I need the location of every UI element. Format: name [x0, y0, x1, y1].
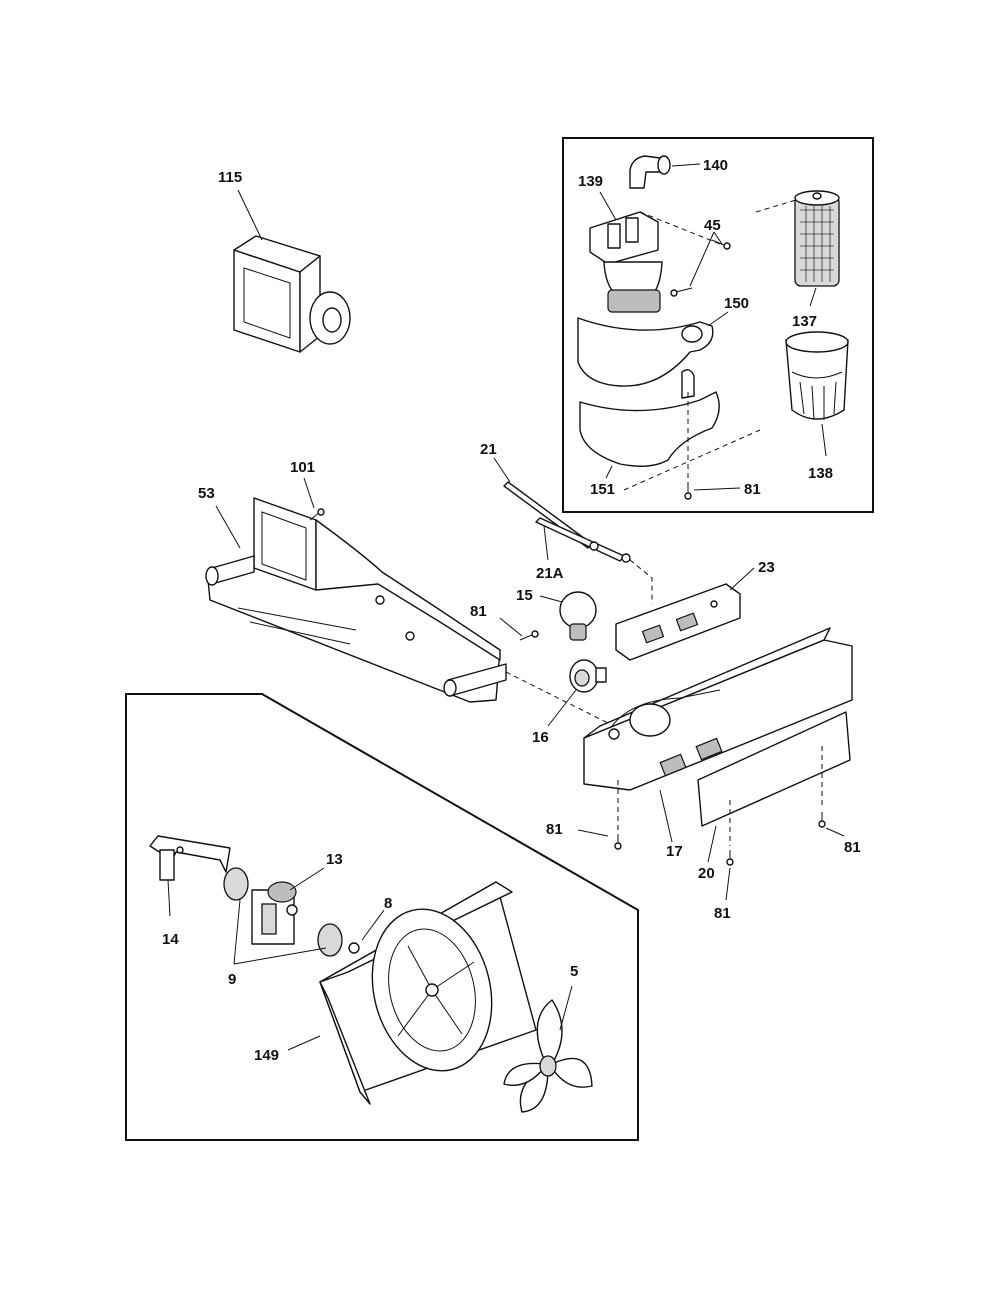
part-139-filter-head[interactable] [589, 191, 663, 313]
part-9-grommets[interactable] [233, 899, 327, 965]
callout-53: 53 [198, 485, 215, 502]
callout-151: 151 [590, 481, 615, 498]
callout-101: 101 [290, 459, 315, 476]
part-81-filter-screw[interactable] [623, 392, 761, 500]
callout-81-bottom: 81 [714, 905, 731, 922]
callout-149: 149 [254, 1047, 279, 1064]
callout-21: 21 [480, 441, 497, 458]
callout-14: 14 [162, 931, 179, 948]
part-53-main-bracket[interactable] [205, 497, 507, 703]
part-16-lamp-socket[interactable] [547, 659, 607, 727]
callout-21a: 21A [536, 565, 564, 582]
part-8-washer[interactable] [317, 909, 385, 957]
filter-assembly-inset-frame [562, 137, 874, 513]
callout-140: 140 [703, 157, 728, 174]
part-101-screw[interactable] [303, 477, 325, 521]
callout-9: 9 [228, 971, 236, 988]
part-151-filter-cover[interactable] [579, 369, 720, 479]
part-5-fan-blade[interactable] [503, 985, 593, 1113]
part-140-elbow-fitting[interactable] [629, 155, 701, 189]
callout-115: 115 [218, 169, 242, 186]
part-14-motor-bracket[interactable] [149, 835, 231, 917]
part-20-trim-strip[interactable] [697, 711, 851, 863]
callout-81-left: 81 [546, 821, 563, 838]
part-81-housing-left-screw[interactable] [577, 780, 622, 850]
callout-8: 8 [384, 895, 392, 912]
part-21a-water-tube[interactable] [535, 517, 653, 604]
part-137-filter-cartridge[interactable] [755, 190, 840, 307]
callout-5: 5 [570, 963, 578, 980]
part-81-housing-right-screw[interactable] [818, 746, 845, 837]
part-17-dispenser-housing[interactable] [583, 627, 853, 843]
callout-138: 138 [808, 465, 833, 482]
part-15-lamp-bulb[interactable] [539, 591, 597, 641]
callout-139: 139 [578, 173, 603, 190]
callout-81-filter: 81 [744, 481, 761, 498]
callout-81-right: 81 [844, 839, 861, 856]
callout-20: 20 [698, 865, 715, 882]
callout-23: 23 [758, 559, 775, 576]
part-115-control-box[interactable] [233, 189, 351, 353]
part-138-filter-bowl[interactable] [785, 331, 849, 457]
fan-assembly-inset-frame [125, 693, 639, 1141]
callout-labels: 115 139 140 45 137 150 138 151 81 21 101… [162, 157, 861, 1064]
callout-45: 45 [704, 217, 721, 234]
part-81-housing-screw[interactable] [499, 617, 611, 725]
part-13-fan-motor[interactable] [223, 867, 325, 945]
part-81-housing-bottom-screw[interactable] [725, 800, 734, 901]
callout-150: 150 [724, 295, 749, 312]
callout-81-housing: 81 [470, 603, 487, 620]
part-45-screws[interactable] [639, 211, 731, 297]
callout-13: 13 [326, 851, 343, 868]
part-150-filter-shroud[interactable] [577, 311, 729, 387]
callout-16: 16 [532, 729, 549, 746]
callout-137: 137 [792, 313, 817, 330]
part-23-control-board[interactable] [615, 567, 755, 661]
callout-15: 15 [516, 587, 533, 604]
part-149-fan-shroud[interactable] [287, 881, 537, 1105]
callout-17: 17 [666, 843, 683, 860]
